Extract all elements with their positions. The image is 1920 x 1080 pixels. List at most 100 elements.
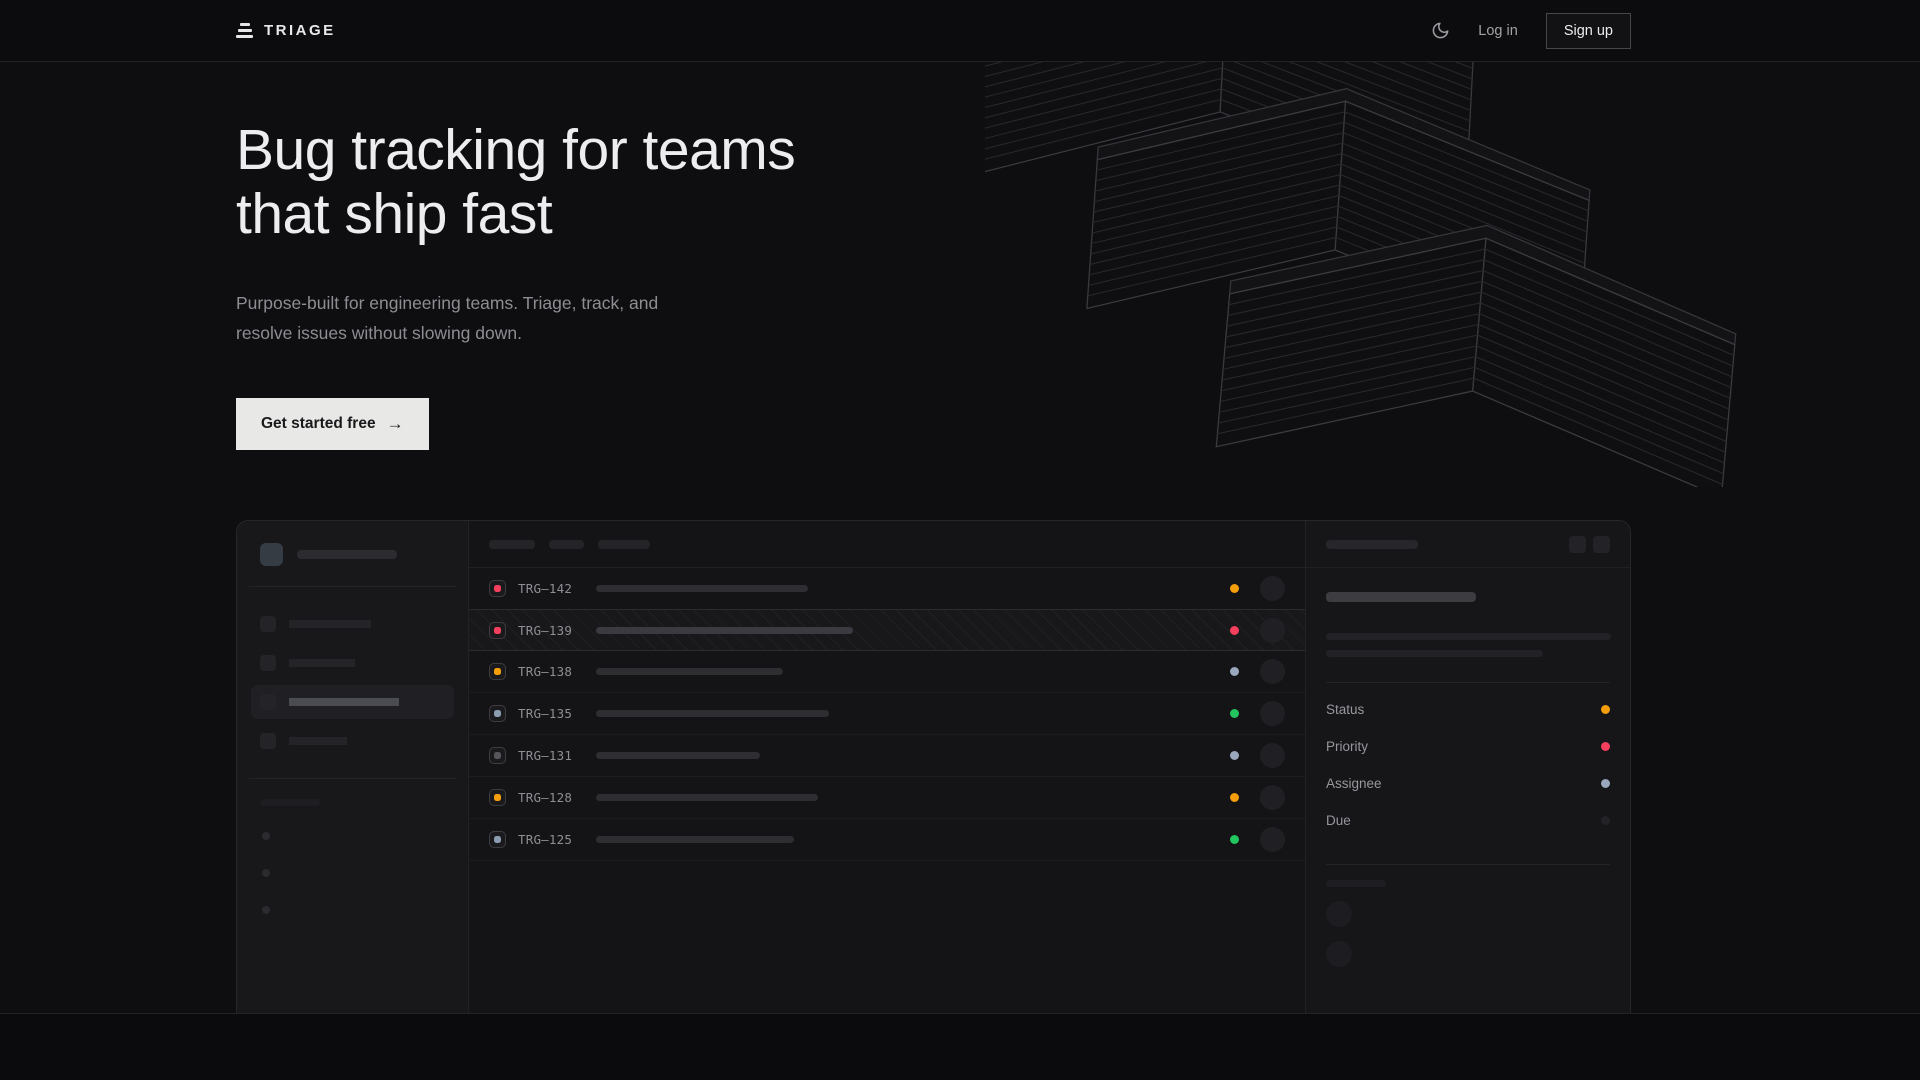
issue-list-header	[469, 521, 1305, 568]
list-tab-skeleton[interactable]	[598, 539, 650, 549]
issue-assignee-avatar[interactable]	[1260, 617, 1285, 643]
detail-property-row[interactable]: Priority	[1326, 728, 1610, 765]
issue-type-icon	[489, 580, 506, 597]
issue-status-dot[interactable]	[1230, 667, 1239, 676]
sidebar-item-4[interactable]	[251, 724, 454, 758]
detail-header-actions	[1569, 535, 1610, 553]
issue-title-skeleton	[596, 710, 829, 717]
issue-assignee-avatar[interactable]	[1260, 659, 1285, 684]
sidebar-divider	[249, 778, 456, 779]
detail-description-skeleton	[1326, 650, 1543, 657]
issue-row[interactable]: TRG–139	[469, 609, 1305, 651]
sidebar-item-2[interactable]	[251, 646, 454, 680]
workspace-switcher[interactable]	[251, 543, 454, 566]
arrow-right-icon: →	[386, 414, 404, 433]
detail-action-button[interactable]	[1569, 535, 1586, 553]
property-label: Status	[1326, 702, 1365, 717]
detail-action-button[interactable]	[1593, 535, 1610, 553]
issue-list-panel: TRG–142 TRG–139 TRG–138 TRG–135 TRG–131	[469, 521, 1305, 1014]
sidebar-item-label-skeleton	[289, 659, 355, 667]
brand-name: TRIAGE	[264, 22, 336, 39]
sidebar-item-1[interactable]	[251, 607, 454, 641]
issue-assignee-avatar[interactable]	[1260, 743, 1285, 768]
workspace-name-skeleton	[297, 550, 397, 559]
issue-assignee-avatar[interactable]	[1260, 785, 1285, 810]
issue-type-icon	[489, 621, 506, 639]
cta-label: Get started free	[261, 415, 376, 432]
issue-type-icon	[489, 789, 506, 806]
sidebar-item-icon	[260, 694, 276, 710]
detail-description-skeleton	[1326, 633, 1611, 640]
property-value-dot	[1601, 705, 1610, 714]
issue-type-icon	[489, 831, 506, 848]
issue-assignee-avatar[interactable]	[1260, 576, 1285, 601]
hero-title: Bug tracking for teams that ship fast	[236, 118, 796, 246]
property-label: Assignee	[1326, 776, 1382, 791]
issue-rows: TRG–142 TRG–139 TRG–138 TRG–135 TRG–131	[469, 568, 1305, 861]
sidebar-dot-item	[262, 906, 270, 914]
sidebar-section-label-skeleton	[260, 799, 320, 806]
mockup-sidebar	[237, 521, 469, 1014]
top-navigation: TRIAGE Log in Sign up	[0, 0, 1920, 62]
list-tab-skeleton[interactable]	[489, 539, 535, 549]
detail-divider	[1326, 682, 1610, 683]
issue-title-skeleton	[596, 585, 808, 592]
detail-property-row[interactable]: Due	[1326, 802, 1610, 839]
detail-property-row[interactable]: Status	[1326, 691, 1610, 728]
issue-row[interactable]: TRG–131	[469, 735, 1305, 777]
sidebar-item-icon	[260, 655, 276, 671]
issue-status-dot[interactable]	[1230, 709, 1239, 718]
property-label: Priority	[1326, 739, 1369, 754]
login-link[interactable]: Log in	[1478, 22, 1518, 39]
theme-toggle-button[interactable]	[1431, 21, 1450, 40]
issue-id: TRG–128	[518, 790, 573, 805]
property-value-dot	[1601, 742, 1610, 751]
issue-row[interactable]: TRG–128	[469, 777, 1305, 819]
sidebar-item-3-active[interactable]	[251, 685, 454, 719]
issue-type-icon	[489, 705, 506, 722]
nav-actions: Log in Sign up	[1431, 12, 1631, 49]
detail-title-skeleton	[1326, 592, 1476, 602]
issue-status-dot[interactable]	[1230, 625, 1239, 635]
issue-type-icon	[489, 663, 506, 680]
issue-id: TRG–135	[518, 706, 573, 721]
triage-bars-icon	[236, 23, 253, 38]
detail-property-row[interactable]: Assignee	[1326, 765, 1610, 802]
issue-row[interactable]: TRG–135	[469, 693, 1305, 735]
signup-button[interactable]: Sign up	[1545, 12, 1631, 49]
sidebar-divider	[249, 586, 456, 587]
list-tab-skeleton[interactable]	[549, 539, 584, 549]
issue-assignee-avatar[interactable]	[1260, 701, 1285, 726]
wireframe-decoration	[985, 62, 1744, 487]
issue-row[interactable]: TRG–138	[469, 651, 1305, 693]
detail-divider	[1326, 864, 1610, 865]
issue-type-icon	[489, 747, 506, 764]
get-started-button[interactable]: Get started free →	[236, 398, 429, 450]
detail-properties: Status Priority Assignee Due	[1326, 691, 1610, 839]
activity-avatar-skeleton	[1326, 901, 1352, 927]
issue-status-dot[interactable]	[1230, 835, 1239, 844]
issue-row[interactable]: TRG–125	[469, 819, 1305, 861]
brand-logo[interactable]: TRIAGE	[236, 22, 336, 39]
issue-title-skeleton	[596, 794, 818, 801]
detail-breadcrumb-skeleton	[1326, 539, 1418, 549]
sidebar-dot-item	[262, 832, 270, 840]
hero-title-line2: that ship fast	[236, 182, 553, 246]
issue-id: TRG–131	[518, 748, 573, 763]
issue-status-dot[interactable]	[1230, 751, 1239, 760]
issue-status-dot[interactable]	[1230, 584, 1239, 593]
issue-row[interactable]: TRG–142	[469, 568, 1305, 610]
issue-assignee-avatar[interactable]	[1260, 827, 1285, 852]
issue-detail-panel: Status Priority Assignee Due	[1305, 521, 1630, 1014]
sidebar-item-icon	[260, 733, 276, 749]
issue-title-skeleton	[596, 626, 853, 634]
issue-id: TRG–142	[518, 581, 573, 596]
workspace-avatar	[260, 543, 283, 566]
sidebar-item-label-skeleton	[289, 620, 371, 628]
activity-avatar-skeleton	[1326, 941, 1352, 967]
issue-status-dot[interactable]	[1230, 793, 1239, 802]
issue-id: TRG–125	[518, 832, 573, 847]
app-preview-mockup: TRG–142 TRG–139 TRG–138 TRG–135 TRG–131	[236, 520, 1631, 1014]
hero-subtitle: Purpose-built for engineering teams. Tri…	[236, 293, 659, 343]
